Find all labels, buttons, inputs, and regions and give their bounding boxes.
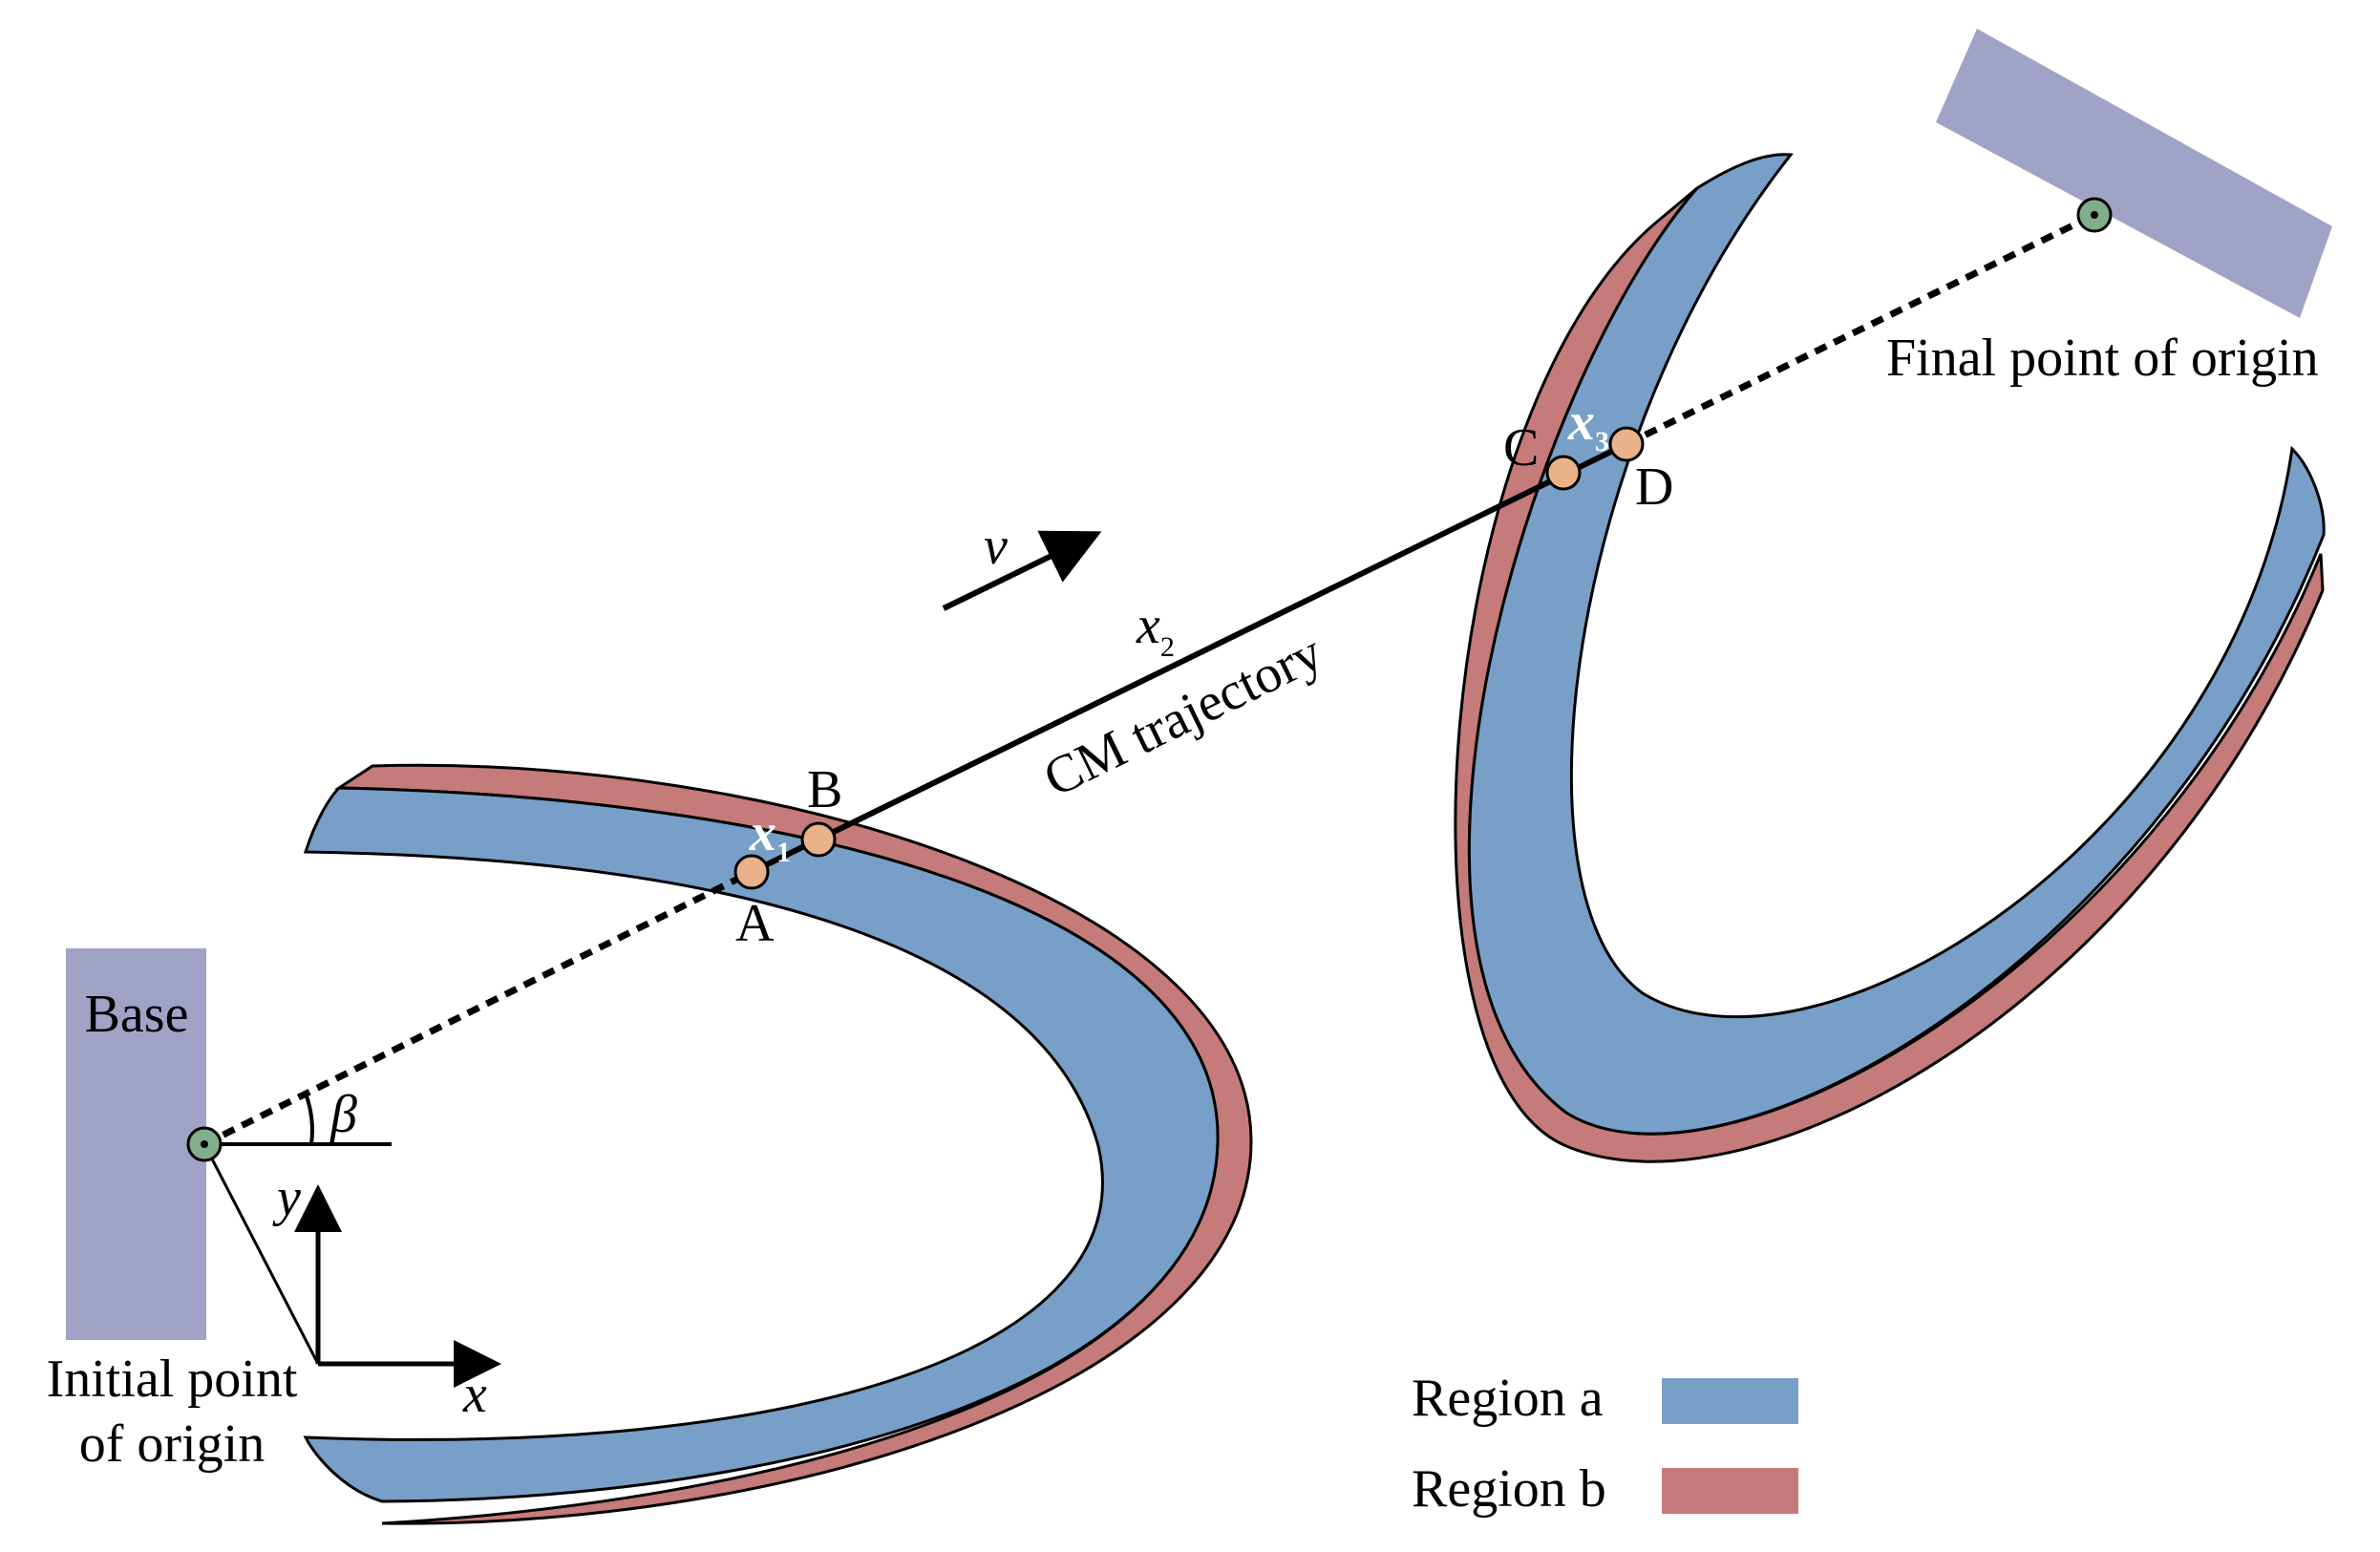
beta-label: β [329,1085,357,1144]
left-crescent-region-a [303,786,1220,1503]
x1-label: x1 [749,803,791,868]
velocity-label: v [984,517,1008,576]
point-d-marker [1608,426,1645,462]
dashed-segment-origin-to-a [202,868,754,1148]
legend-region-b-swatch [1662,1468,1798,1514]
dashed-segment-d-to-final [1625,211,2096,448]
initial-point-label-line1: Initial point [47,1350,298,1409]
legend: Region a Region b [1412,1369,1798,1519]
velocity-arrow [942,530,1102,611]
right-crescent-region-a [1468,153,2326,1136]
point-b-label: B [807,760,842,819]
initial-origin-dot [201,1140,208,1148]
final-point-label: Final point of origin [1886,329,2319,388]
x2-symbol: x [1136,596,1160,655]
final-base-block [1936,29,2332,318]
base-label: Base [85,985,189,1044]
y-axis-label: y [272,1168,301,1227]
cm-trajectory-line [750,441,1628,875]
x2-label: x2 [1136,596,1175,663]
x1-index: 1 [776,837,791,868]
x3-index: 3 [1595,426,1609,457]
point-a-marker [733,854,770,890]
x1-symbol: x [749,803,776,862]
legend-region-b-label: Region b [1412,1459,1606,1519]
point-c-label: C [1503,418,1539,478]
point-a-label: A [735,894,775,953]
x3-symbol: x [1567,393,1595,452]
legend-region-a-swatch [1662,1378,1798,1424]
x2-index: 2 [1160,631,1175,663]
initial-point-label-line2: of origin [79,1414,265,1474]
x3-label: x3 [1567,393,1609,457]
point-c-marker [1545,455,1582,491]
legend-region-a-label: Region a [1412,1369,1604,1428]
point-b-marker [800,821,837,858]
beta-angle-arc [304,1093,314,1145]
base-block [66,948,206,1340]
cm-trajectory-label: CM trajectory [1034,623,1331,809]
origin-connector-line [202,1143,320,1365]
final-origin-dot [2091,211,2098,219]
point-d-label: D [1635,457,1673,517]
x-axis-label: x [462,1365,487,1424]
